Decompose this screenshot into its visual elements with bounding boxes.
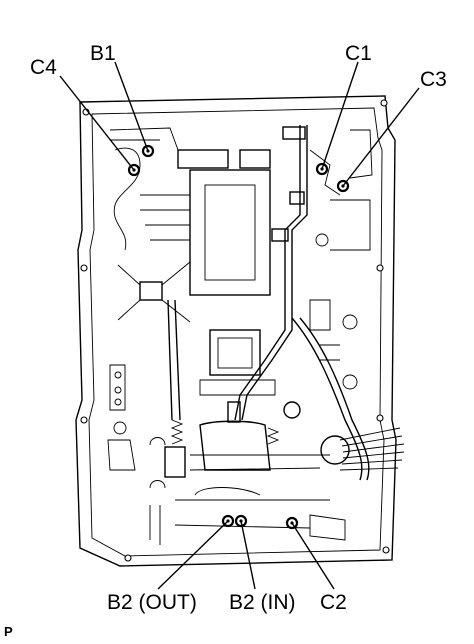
label-c3: C3 bbox=[420, 68, 447, 91]
leader-b1 bbox=[114, 61, 149, 152]
internal-passages bbox=[107, 125, 405, 545]
callout-labels: C4 B1 C1 C3 B2 (OUT) B2 (IN) C2 bbox=[30, 42, 447, 614]
label-b1: B1 bbox=[90, 42, 116, 65]
figure-id: P bbox=[4, 624, 13, 639]
leader-c3 bbox=[342, 87, 420, 187]
leader-c4 bbox=[59, 75, 135, 171]
label-c2: C2 bbox=[320, 591, 347, 614]
label-b2-out: B2 (OUT) bbox=[107, 591, 197, 614]
leader-c1 bbox=[321, 61, 359, 170]
label-c4: C4 bbox=[30, 56, 57, 79]
valve-body-outline bbox=[75, 95, 397, 567]
leader-c2 bbox=[291, 522, 335, 590]
label-b2-in: B2 (IN) bbox=[229, 591, 296, 614]
label-c1: C1 bbox=[345, 42, 372, 65]
leader-b2-out bbox=[157, 520, 229, 590]
leader-b2-in bbox=[240, 520, 256, 590]
leader-lines bbox=[59, 61, 420, 590]
